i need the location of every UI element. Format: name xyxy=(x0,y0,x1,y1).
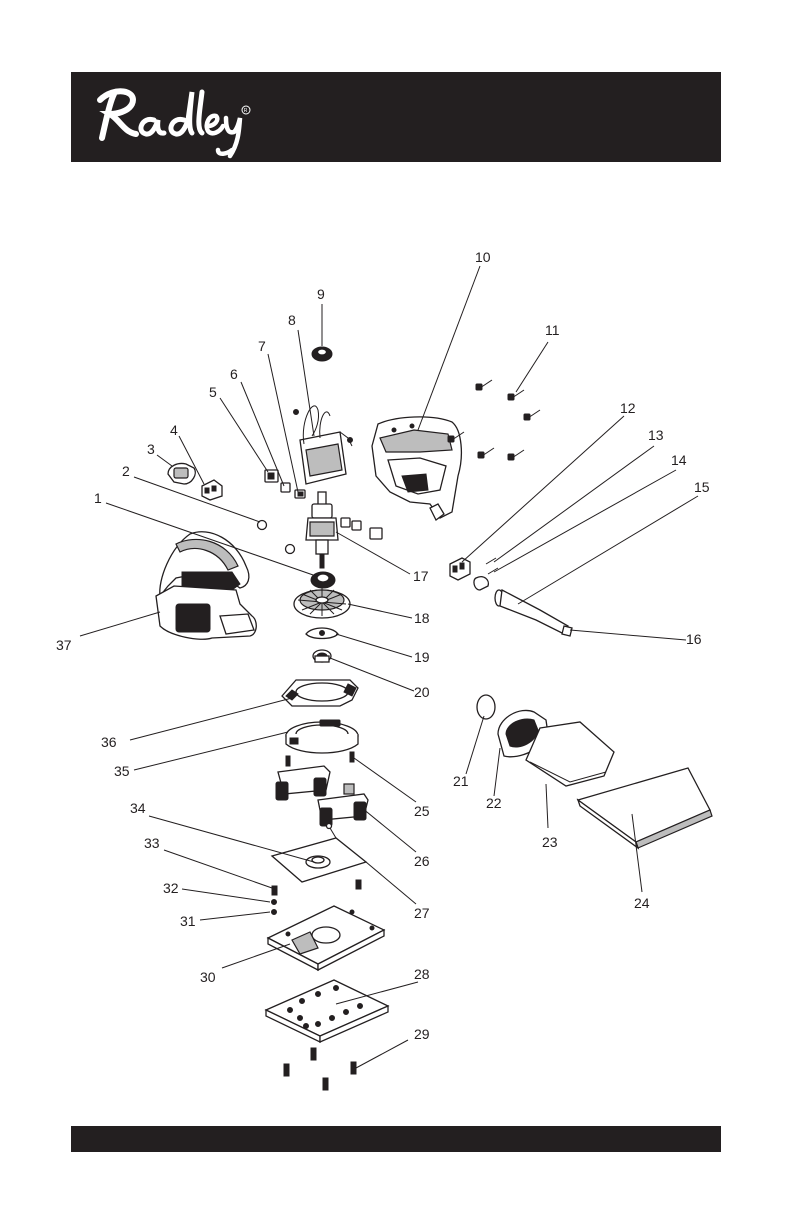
part-21-o-ring xyxy=(477,695,495,719)
part-9-bearing xyxy=(312,347,332,361)
callout-26: 26 xyxy=(414,853,430,869)
callout-27: 27 xyxy=(414,905,430,921)
part-27-dust-plate xyxy=(272,824,366,883)
part-30-pad-base xyxy=(268,906,384,970)
part-15-16-cord-protector xyxy=(495,590,572,636)
callout-19: 19 xyxy=(414,649,430,665)
part-29-pad-screws xyxy=(284,1048,356,1090)
callout-9: 9 xyxy=(317,286,325,302)
part-2-nut xyxy=(258,521,295,554)
callout-5: 5 xyxy=(209,384,217,400)
callout-36: 36 xyxy=(101,734,117,750)
part-24-dust-bag xyxy=(578,768,712,848)
callout-29: 29 xyxy=(414,1026,430,1042)
callout-20: 20 xyxy=(414,684,430,700)
part-28-sanding-pad xyxy=(266,980,388,1042)
callout-12: 12 xyxy=(620,400,636,416)
callout-7: 7 xyxy=(258,338,266,354)
part-12-terminal-block xyxy=(450,558,470,580)
callout-28: 28 xyxy=(414,966,430,982)
callout-30: 30 xyxy=(200,969,216,985)
part-22-23-dust-bag-frame xyxy=(498,710,614,786)
part-35-bearing-housing xyxy=(286,720,358,753)
callout-17: 17 xyxy=(413,568,429,584)
part-17-armature xyxy=(306,492,338,568)
callout-32: 32 xyxy=(163,880,179,896)
callout-4: 4 xyxy=(170,422,178,438)
callout-numbers: 1 2 3 4 5 6 7 8 9 10 11 12 13 14 15 16 1… xyxy=(56,249,710,1042)
callout-25: 25 xyxy=(414,803,430,819)
callout-37: 37 xyxy=(56,637,72,653)
part-37-housing xyxy=(156,532,256,639)
part-25-pin xyxy=(286,752,354,766)
callout-15: 15 xyxy=(694,479,710,495)
callout-2: 2 xyxy=(122,463,130,479)
part-19-counterweight xyxy=(306,628,338,639)
callout-14: 14 xyxy=(671,452,687,468)
callout-23: 23 xyxy=(542,834,558,850)
part-5-brush-holder xyxy=(265,470,278,482)
callout-22: 22 xyxy=(486,795,502,811)
callout-33: 33 xyxy=(144,835,160,851)
part-10-housing-half xyxy=(372,417,461,520)
part-3-switch-cover xyxy=(168,463,195,484)
part-26-support-bracket xyxy=(276,766,368,826)
callout-34: 34 xyxy=(130,800,146,816)
part-4-switch xyxy=(202,480,222,500)
callout-16: 16 xyxy=(686,631,702,647)
callout-11: 11 xyxy=(545,322,560,338)
callout-3: 3 xyxy=(147,441,155,457)
part-31-32-33-fasteners xyxy=(272,880,362,915)
part-36-base-plate xyxy=(282,680,358,706)
callout-35: 35 xyxy=(114,763,130,779)
callout-21: 21 xyxy=(453,773,469,789)
callout-10: 10 xyxy=(475,249,491,265)
callout-6: 6 xyxy=(230,366,238,382)
callout-13: 13 xyxy=(648,427,664,443)
part-20-bearing xyxy=(313,650,331,662)
callout-24: 24 xyxy=(634,895,650,911)
callout-8: 8 xyxy=(288,312,296,328)
callout-18: 18 xyxy=(414,610,430,626)
callout-1: 1 xyxy=(94,490,102,506)
part-18-fan xyxy=(294,588,350,618)
leader-lines xyxy=(80,266,698,1068)
footer-band xyxy=(71,1126,721,1152)
part-8-stator xyxy=(294,406,353,484)
part-1-bearing xyxy=(311,572,335,588)
part-13-14-cord-clamp xyxy=(474,558,498,590)
callout-31: 31 xyxy=(180,913,196,929)
